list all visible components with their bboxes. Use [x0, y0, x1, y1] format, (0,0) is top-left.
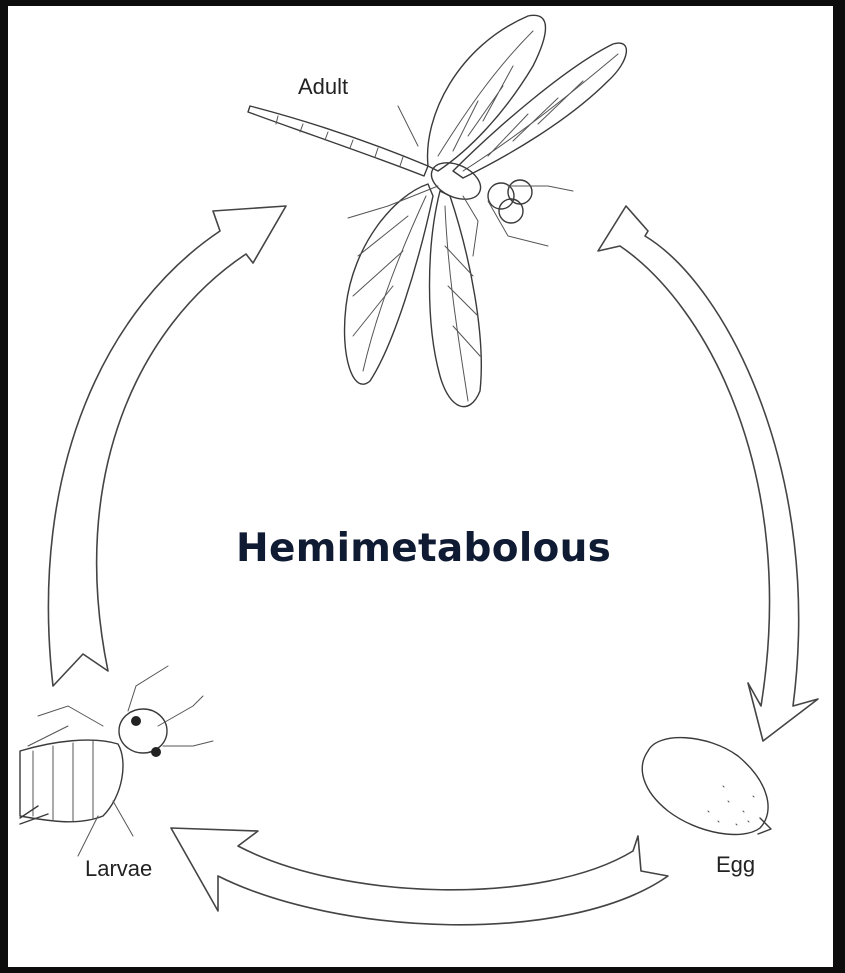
- egg-icon: [642, 738, 771, 835]
- diagram-frame: Adult Egg Larvae Hemimetabolous: [8, 6, 833, 967]
- larvae-label: Larvae: [85, 856, 152, 881]
- arrow-adult-to-egg: [598, 206, 818, 741]
- arrow-larvae-to-adult: [48, 206, 286, 686]
- larva-nymph-icon: [20, 666, 213, 856]
- arrow-egg-to-larvae: [171, 828, 668, 925]
- life-cycle-diagram: Adult Egg Larvae Hemimetabolous: [8, 6, 833, 967]
- egg-label: Egg: [716, 852, 755, 877]
- adult-label: Adult: [298, 74, 348, 99]
- diagram-title: Hemimetabolous: [236, 526, 611, 571]
